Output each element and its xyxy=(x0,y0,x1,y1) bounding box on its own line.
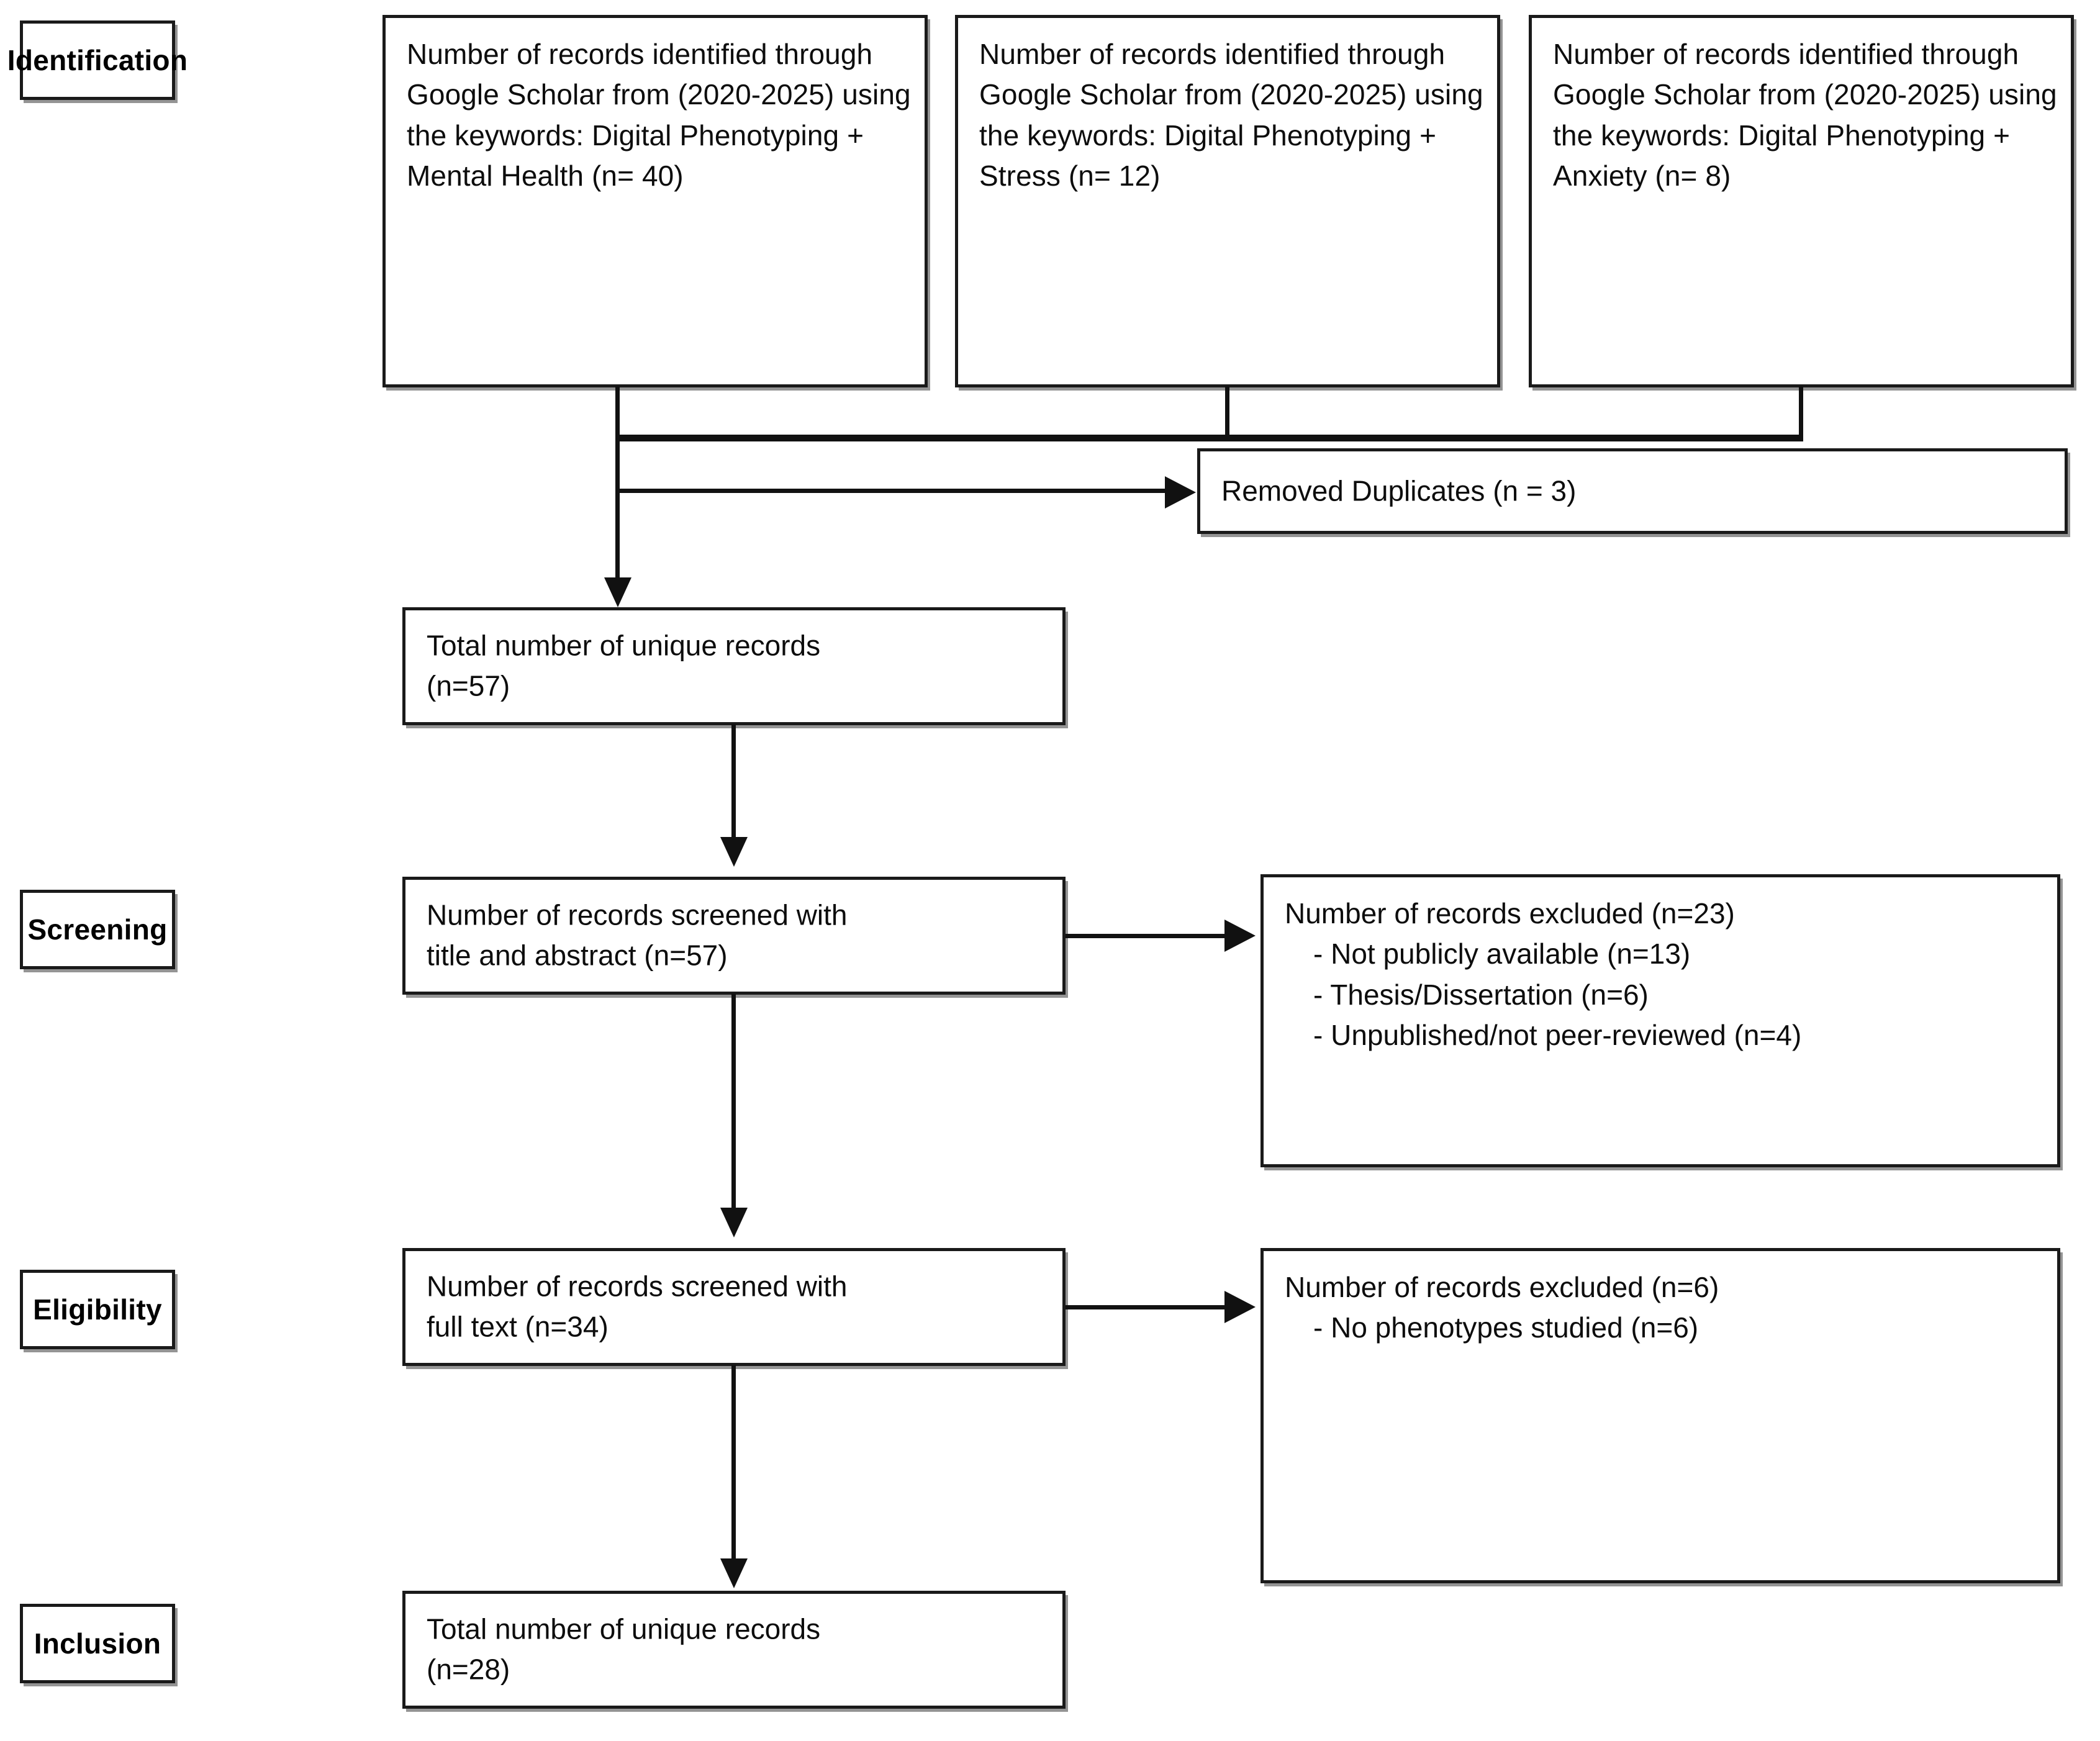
stage-label-inclusion-text: Inclusion xyxy=(34,1627,161,1660)
records-screened-title-abstract-box: Number of records screened with title an… xyxy=(402,877,1066,995)
connector-eligibility-to-inclusion xyxy=(731,1365,736,1565)
connector-eligibility-to-excluded xyxy=(1066,1305,1228,1309)
records-excluded-screening-header: Number of records excluded (n=23) xyxy=(1285,897,1735,929)
removed-duplicates-box: Removed Duplicates (n = 3) xyxy=(1197,448,2068,534)
identification-source-anxiety-text: Number of records identified through Goo… xyxy=(1553,38,2057,192)
stage-label-identification-text: Identification xyxy=(7,44,188,76)
records-excluded-screening-reason-2: - Thesis/Dissertation (n=6) xyxy=(1313,978,1649,1011)
connector-unique-to-screening xyxy=(731,724,736,845)
identification-source-mental-health-text: Number of records identified through Goo… xyxy=(407,38,911,192)
connector-merge-bar xyxy=(615,435,1803,441)
records-screened-title-abstract-text: Number of records screened with title an… xyxy=(427,898,848,972)
connector-arrow-to-inclusion xyxy=(720,1558,748,1588)
records-excluded-eligibility-reason-1: - No phenotypes studied (n=6) xyxy=(1313,1311,1699,1344)
records-screened-full-text-text: Number of records screened with full tex… xyxy=(427,1270,848,1343)
total-unique-records-text: Total number of unique records (n=57) xyxy=(427,629,821,702)
identification-source-box-anxiety: Number of records identified through Goo… xyxy=(1529,15,2074,387)
stage-label-eligibility: Eligibility xyxy=(20,1270,175,1349)
stage-label-inclusion: Inclusion xyxy=(20,1604,175,1683)
connector-arrow-to-removed-duplicates xyxy=(1165,476,1196,509)
connector-arrow-to-screening xyxy=(720,837,748,867)
records-excluded-eligibility-content: Number of records excluded (n=6) - No ph… xyxy=(1285,1267,2045,1349)
connector-screening-to-excluded xyxy=(1066,934,1228,938)
records-excluded-screening-reason-3: - Unpublished/not peer-reviewed (n=4) xyxy=(1313,1018,1802,1051)
connector-screening-to-eligibility xyxy=(731,993,736,1214)
removed-duplicates-text: Removed Duplicates (n = 3) xyxy=(1221,474,1577,507)
connector-merge-spine xyxy=(615,435,620,587)
stage-label-screening-text: Screening xyxy=(27,913,168,946)
connector-arrow-to-unique-records xyxy=(604,577,631,607)
records-excluded-eligibility-header: Number of records excluded (n=6) xyxy=(1285,1271,1719,1303)
total-unique-records-box: Total number of unique records (n=57) xyxy=(402,607,1066,725)
stage-label-screening: Screening xyxy=(20,890,175,969)
identification-source-box-mental-health: Number of records identified through Goo… xyxy=(382,15,928,387)
connector-source1-drop xyxy=(615,386,620,438)
identification-source-box-stress: Number of records identified through Goo… xyxy=(955,15,1500,387)
total-included-records-text: Total number of unique records (n=28) xyxy=(427,1612,821,1686)
records-excluded-screening-content: Number of records excluded (n=23) - Not … xyxy=(1285,893,2045,1056)
total-included-records-box: Total number of unique records (n=28) xyxy=(402,1591,1066,1709)
connector-arrow-eligibility-to-excluded xyxy=(1224,1291,1256,1323)
connector-arrow-to-eligibility xyxy=(720,1208,748,1237)
records-excluded-screening-reason-1: - Not publicly available (n=13) xyxy=(1313,938,1691,970)
records-excluded-eligibility-box: Number of records excluded (n=6) - No ph… xyxy=(1260,1248,2060,1583)
connector-arrow-screening-to-excluded xyxy=(1224,920,1256,952)
records-screened-full-text-box: Number of records screened with full tex… xyxy=(402,1248,1066,1366)
connector-source2-drop xyxy=(1225,386,1229,438)
stage-label-identification: Identification xyxy=(7,20,188,100)
identification-source-stress-text: Number of records identified through Goo… xyxy=(979,38,1483,192)
connector-source3-drop xyxy=(1799,386,1803,438)
records-excluded-screening-box: Number of records excluded (n=23) - Not … xyxy=(1260,874,2060,1167)
stage-label-eligibility-text: Eligibility xyxy=(33,1293,162,1326)
connector-to-removed-duplicates xyxy=(615,489,1168,493)
